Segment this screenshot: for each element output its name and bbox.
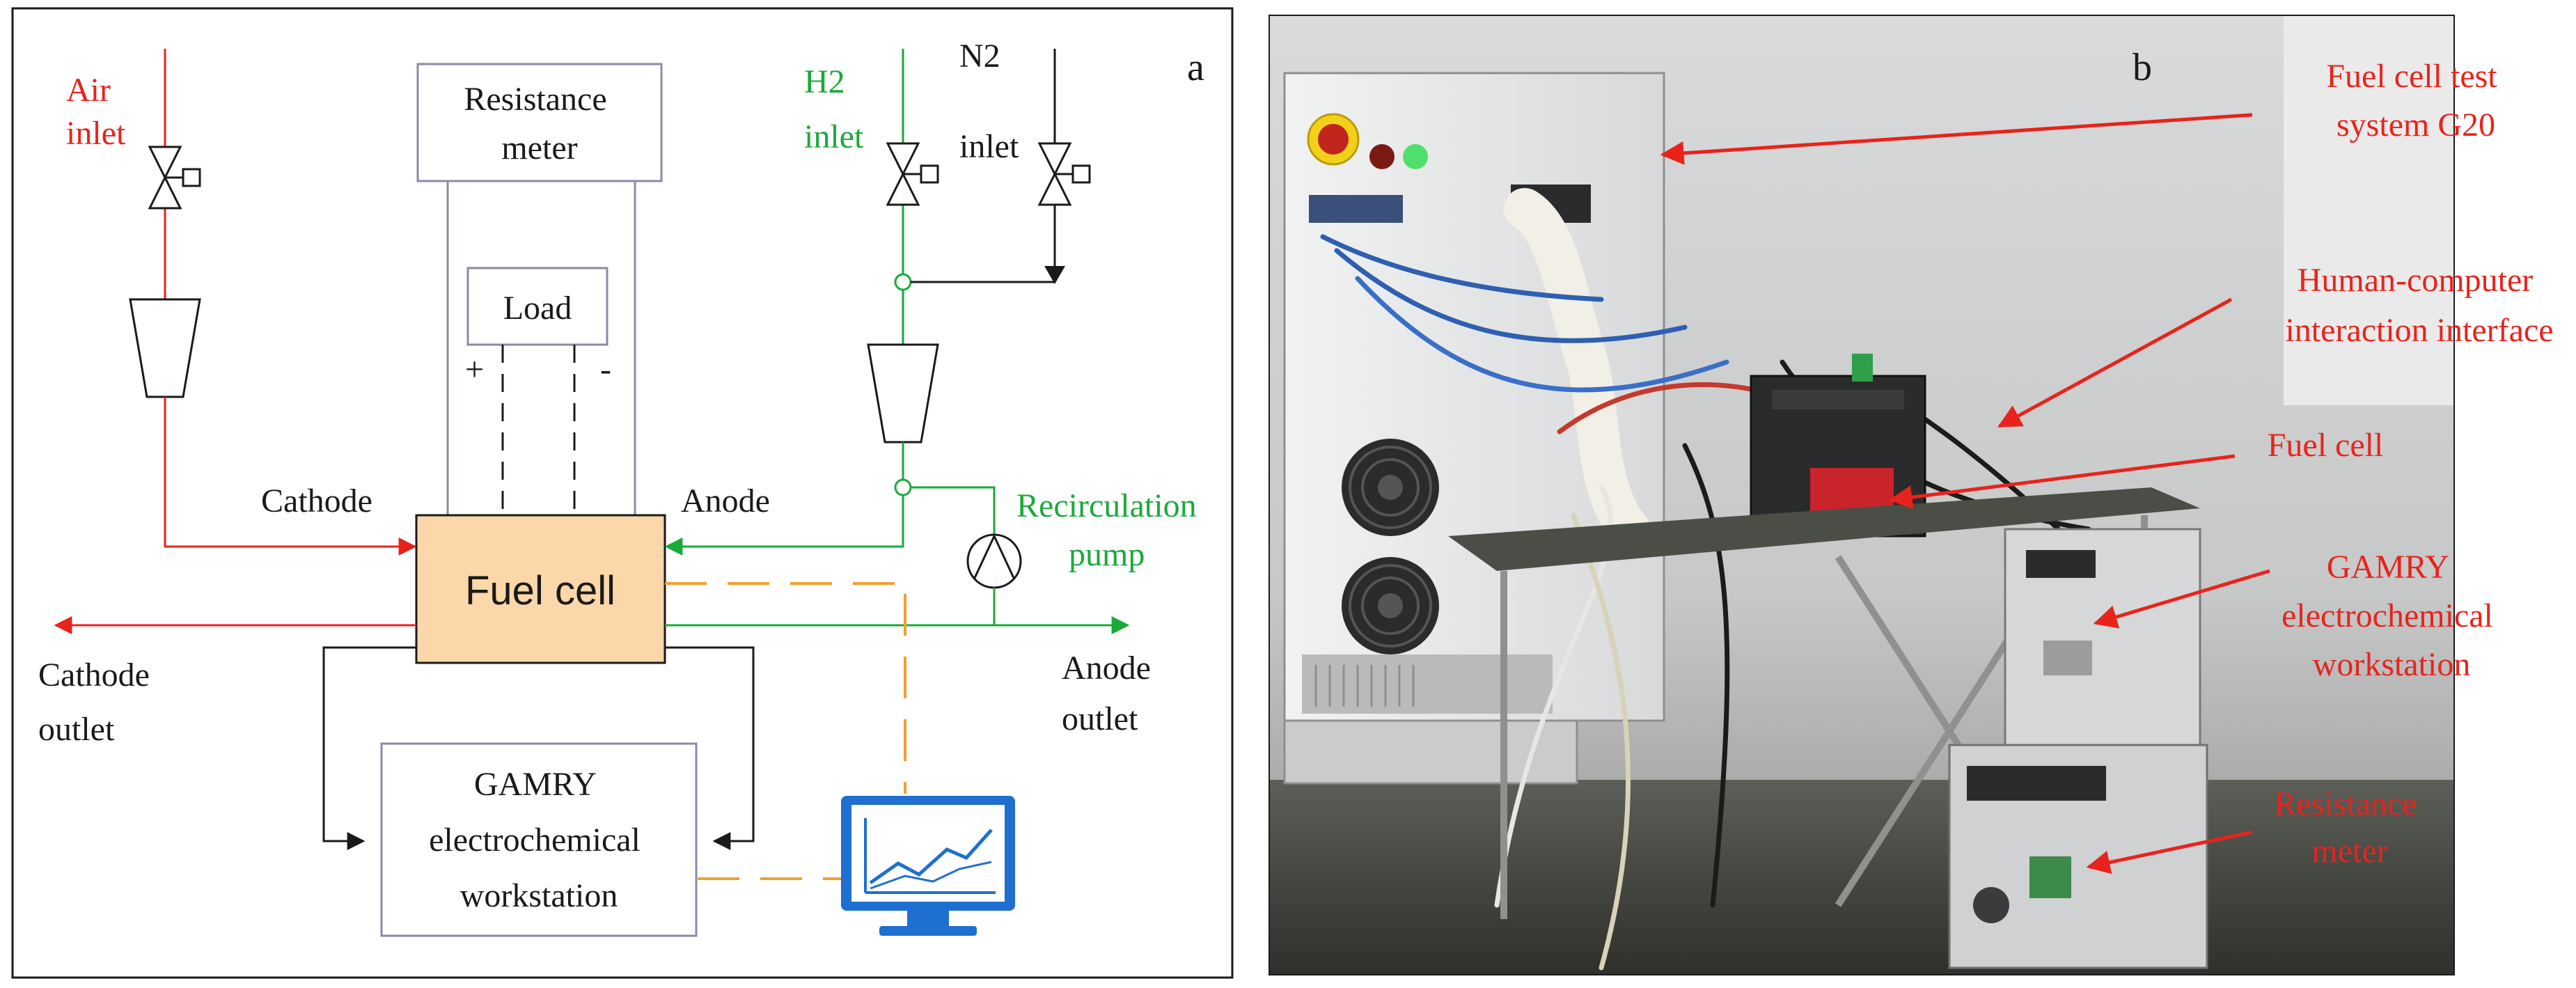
- fuel-cell-box: [415, 514, 666, 664]
- gamry-workstation-label: GAMRY electrochemical workstation: [429, 766, 649, 914]
- status-light-red: [1369, 144, 1395, 169]
- svg-text:GAMRY electrochemical: GAMRY electrochemical workstation: [2282, 549, 2502, 683]
- svg-text:Fuel cell test system: Fuel cell test system G20: [2326, 58, 2505, 143]
- air-supply-line: Air inlet: [66, 49, 417, 556]
- panel-b-frame: [1269, 15, 2455, 975]
- panel-b-label: b: [2133, 46, 2152, 89]
- n2-inlet-label: N2 inlet: [959, 38, 1019, 165]
- n2-flow-arrowhead: [1044, 266, 1065, 284]
- panel-b-photo: b Fuel cell test system G20 Human-comput…: [1269, 15, 2554, 975]
- back-wall-window: [2284, 15, 2454, 405]
- load-plus-sign: +: [465, 351, 484, 388]
- nitrogen-supply-line: N2 inlet: [911, 38, 1091, 284]
- gamry-workstation-block: GAMRY electrochemical workstation: [322, 646, 755, 937]
- status-light-green: [1403, 144, 1428, 169]
- recirculation-pump-icon: [966, 533, 1022, 589]
- resistance-meter-box: [416, 63, 663, 182]
- cathode-outlet-line: Cathode outlet: [38, 616, 416, 748]
- svg-text:Resistance meter: Resistance meter: [2274, 785, 2425, 870]
- insulated-hose: [1504, 188, 1650, 550]
- air-inlet-label: Air inlet: [66, 72, 126, 152]
- panel-a-schematic: a Air inlet Resistance meter Load: [11, 7, 1234, 979]
- callout-test-system: Fuel cell test system G20: [1660, 58, 2505, 165]
- resistance-meter-instrument: [1948, 744, 2208, 969]
- load-box: [466, 267, 608, 346]
- cathode-outlet-label: Cathode outlet: [38, 657, 158, 748]
- floor: [1269, 780, 2454, 975]
- fuel-cell-label: Fuel cell: [465, 568, 615, 613]
- svg-text:Fuel cell: Fuel cell: [2268, 427, 2384, 464]
- gamry-workstation-box: [380, 742, 698, 937]
- callout-hci: Human-computer interaction interface: [1997, 262, 2554, 428]
- svg-text:Human-computer interac: Human-computer interaction interface: [2285, 262, 2553, 349]
- gamry-instrument: [2004, 528, 2201, 753]
- anode-outlet-label: Anode outlet: [1062, 650, 1159, 737]
- hydrogen-supply-line: H2 inlet Recirculation pump: [664, 49, 1205, 625]
- panel-a-label: a: [1187, 46, 1204, 89]
- monitor-chart-icon: [841, 796, 1015, 936]
- resistance-meter-block: Resistance meter Load + -: [416, 63, 663, 515]
- cabinet-fan-lower: [1342, 557, 1439, 654]
- recirculation-pump-label: Recirculation pump: [1016, 487, 1205, 573]
- load-minus-sign: -: [600, 351, 611, 388]
- h2-junction: [894, 273, 912, 291]
- h2-inlet-label: H2 inlet: [804, 63, 864, 155]
- resistance-meter-label: Resistance meter: [464, 81, 615, 166]
- recirculation-junction: [894, 478, 912, 496]
- callout-resistance-meter: Resistance meter: [2086, 785, 2425, 875]
- callout-gamry: GAMRY electrochemical workstation: [2093, 549, 2502, 683]
- cathode-label: Cathode: [261, 483, 372, 519]
- anode-outlet-line: Anode outlet: [665, 616, 1159, 737]
- cabinet-fan-upper: [1342, 439, 1439, 536]
- signal-lines: [665, 582, 906, 880]
- callout-fuel-cell: Fuel cell: [1888, 427, 2384, 509]
- fuel-cell-block: Fuel cell Cathode Anode: [261, 483, 770, 664]
- load-label: Load: [503, 290, 572, 327]
- anode-label: Anode: [681, 483, 770, 519]
